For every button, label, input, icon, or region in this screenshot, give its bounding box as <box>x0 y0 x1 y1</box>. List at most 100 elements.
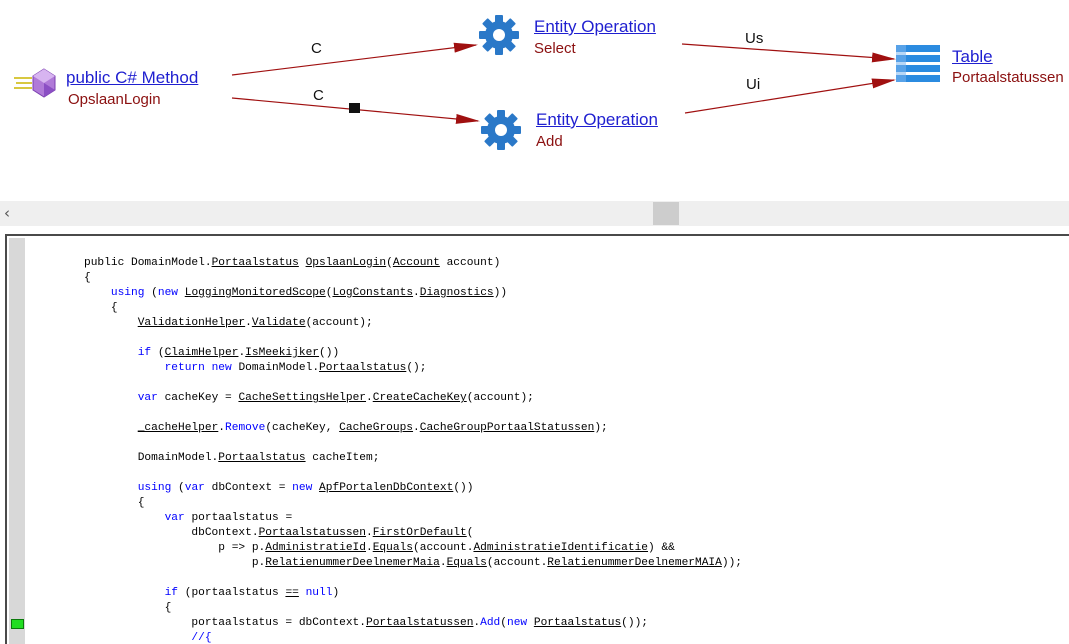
edge-add-to-table[interactable] <box>684 78 896 114</box>
code-symbol-link[interactable]: LoggingMonitoredScope <box>184 287 326 299</box>
entity-add-node[interactable]: Entity Operation Add <box>480 107 670 153</box>
code-symbol-link[interactable]: ApfPortalenDbContext <box>319 482 454 494</box>
code-text: . <box>365 527 373 539</box>
code-symbol-link[interactable]: Portaalstatussen <box>365 617 474 629</box>
code-text: . <box>245 317 252 329</box>
code-text: cacheItem; <box>305 452 380 464</box>
code-keyword: new <box>211 362 232 374</box>
code-text <box>84 347 138 359</box>
code-line <box>7 376 1067 391</box>
code-text: (account. <box>413 542 474 554</box>
coverage-marker[interactable] <box>11 619 24 629</box>
entity-select-title[interactable]: Entity Operation <box>534 17 656 36</box>
code-text: ()) <box>319 347 340 359</box>
edge-method-to-select[interactable] <box>231 42 478 76</box>
code-symbol-link[interactable]: AdministratieIdentificatie <box>473 542 649 554</box>
code-line: { <box>7 301 1067 316</box>
code-line: p => p.AdministratieId.Equals(account.Ad… <box>7 541 1067 556</box>
code-text: { <box>84 302 118 314</box>
entity-add-title[interactable]: Entity Operation <box>536 110 658 129</box>
code-keyword: null <box>305 587 333 599</box>
code-keyword: if <box>137 347 152 359</box>
code-symbol-link[interactable]: Portaalstatus <box>211 257 299 269</box>
code-text: . <box>366 542 373 554</box>
code-symbol-link[interactable]: Portaalstatus <box>218 452 306 464</box>
code-symbol-link[interactable]: == <box>285 587 299 599</box>
code-viewer[interactable]: public DomainModel.Portaalstatus Opslaan… <box>5 234 1069 644</box>
code-text: (account. <box>486 557 548 569</box>
code-text: (cacheKey, <box>265 422 340 434</box>
code-text: ) && <box>648 542 675 554</box>
code-symbol-link[interactable]: CreateCacheKey <box>372 392 467 404</box>
edge-label-add-table: Ui <box>746 76 761 93</box>
code-line: if (portaalstatus == null) <box>7 586 1067 601</box>
code-keyword: Remove <box>225 422 266 434</box>
scroll-left-arrow-icon[interactable]: ‹ <box>4 204 10 222</box>
code-text: ( <box>151 347 165 359</box>
code-line: { <box>7 601 1067 616</box>
method-node-name: OpslaanLogin <box>68 91 161 108</box>
code-keyword: var <box>164 512 185 524</box>
code-symbol-link[interactable]: CacheGroupPortaalStatussen <box>419 422 595 434</box>
code-text: DomainModel. <box>231 362 320 374</box>
method-node[interactable]: public C# Method OpslaanLogin <box>12 64 212 112</box>
code-symbol-link[interactable]: LogConstants <box>332 287 414 299</box>
code-text: . <box>413 422 420 434</box>
table-node-title[interactable]: Table <box>952 47 993 66</box>
code-gutter <box>9 238 25 644</box>
code-line: return new DomainModel.Portaalstatus(); <box>7 361 1067 376</box>
code-symbol-link[interactable]: Equals <box>446 557 487 569</box>
code-text: p => p. <box>84 542 266 554</box>
code-symbol-link[interactable]: Portaalstatussen <box>258 527 366 539</box>
code-symbol-link[interactable]: _cacheHelper <box>137 422 219 434</box>
code-text <box>84 482 138 494</box>
method-node-title[interactable]: public C# Method <box>66 68 199 87</box>
edge-label-select-table: Us <box>745 30 764 47</box>
code-text: { <box>84 272 91 284</box>
code-text <box>84 287 111 299</box>
edge-select-to-table[interactable] <box>681 43 896 63</box>
code-symbol-link[interactable]: ClaimHelper <box>164 347 239 359</box>
dependency-diagram: C C Us Ui public C# Method OpslaanLogin <box>0 0 1069 200</box>
code-symbol-link[interactable]: Validate <box>251 317 306 329</box>
code-symbol-link[interactable]: FirstOrDefault <box>372 527 467 539</box>
code-text <box>84 422 138 434</box>
edge-label-method-add: C <box>313 87 324 104</box>
code-symbol-link[interactable]: RelatienummerDeelnemerMaia <box>265 557 440 569</box>
code-symbol-link[interactable]: OpslaanLogin <box>305 257 387 269</box>
code-symbol-link[interactable]: Diagnostics <box>419 287 494 299</box>
code-keyword: new <box>292 482 313 494</box>
code-line <box>7 406 1067 421</box>
horizontal-scrollbar[interactable]: ‹ <box>0 201 1069 226</box>
code-symbol-link[interactable]: RelatienummerDeelnemerMAIA <box>547 557 722 569</box>
code-symbol-link[interactable]: Account <box>392 257 440 269</box>
code-text: account) <box>439 257 501 269</box>
code-symbol-link[interactable]: CacheGroups <box>339 422 414 434</box>
code-symbol-link[interactable]: AdministratieId <box>265 542 366 554</box>
code-text: . <box>218 422 226 434</box>
code-text: ()) <box>453 482 474 494</box>
code-keyword: new <box>507 617 528 629</box>
code-text <box>84 512 165 524</box>
code-symbol-link[interactable]: IsMeekijker <box>245 347 320 359</box>
entity-select-node[interactable]: Entity Operation Select <box>478 14 668 60</box>
code-keyword: using <box>110 287 145 299</box>
code-keyword: var <box>184 482 205 494</box>
code-symbol-link[interactable]: Equals <box>372 542 414 554</box>
code-symbol-link[interactable]: Portaalstatus <box>533 617 622 629</box>
code-text: portaalstatus = dbContext. <box>84 617 366 629</box>
code-keyword: using <box>137 482 172 494</box>
edge-collapse-marker[interactable] <box>349 103 360 113</box>
code-symbol-link[interactable]: Portaalstatus <box>319 362 407 374</box>
code-symbol-link[interactable]: ValidationHelper <box>137 317 246 329</box>
code-text: { <box>84 497 145 509</box>
code-text: )) <box>493 287 508 299</box>
scrollbar-thumb[interactable] <box>653 202 679 225</box>
code-listing: public DomainModel.Portaalstatus Opslaan… <box>7 256 1067 644</box>
table-node[interactable]: Table Portaalstatussen <box>895 44 1067 90</box>
code-text: ); <box>594 422 608 434</box>
code-text: (account); <box>466 392 534 404</box>
code-symbol-link[interactable]: CacheSettingsHelper <box>238 392 367 404</box>
code-keyword: Add <box>480 617 501 629</box>
code-text: . <box>413 287 420 299</box>
